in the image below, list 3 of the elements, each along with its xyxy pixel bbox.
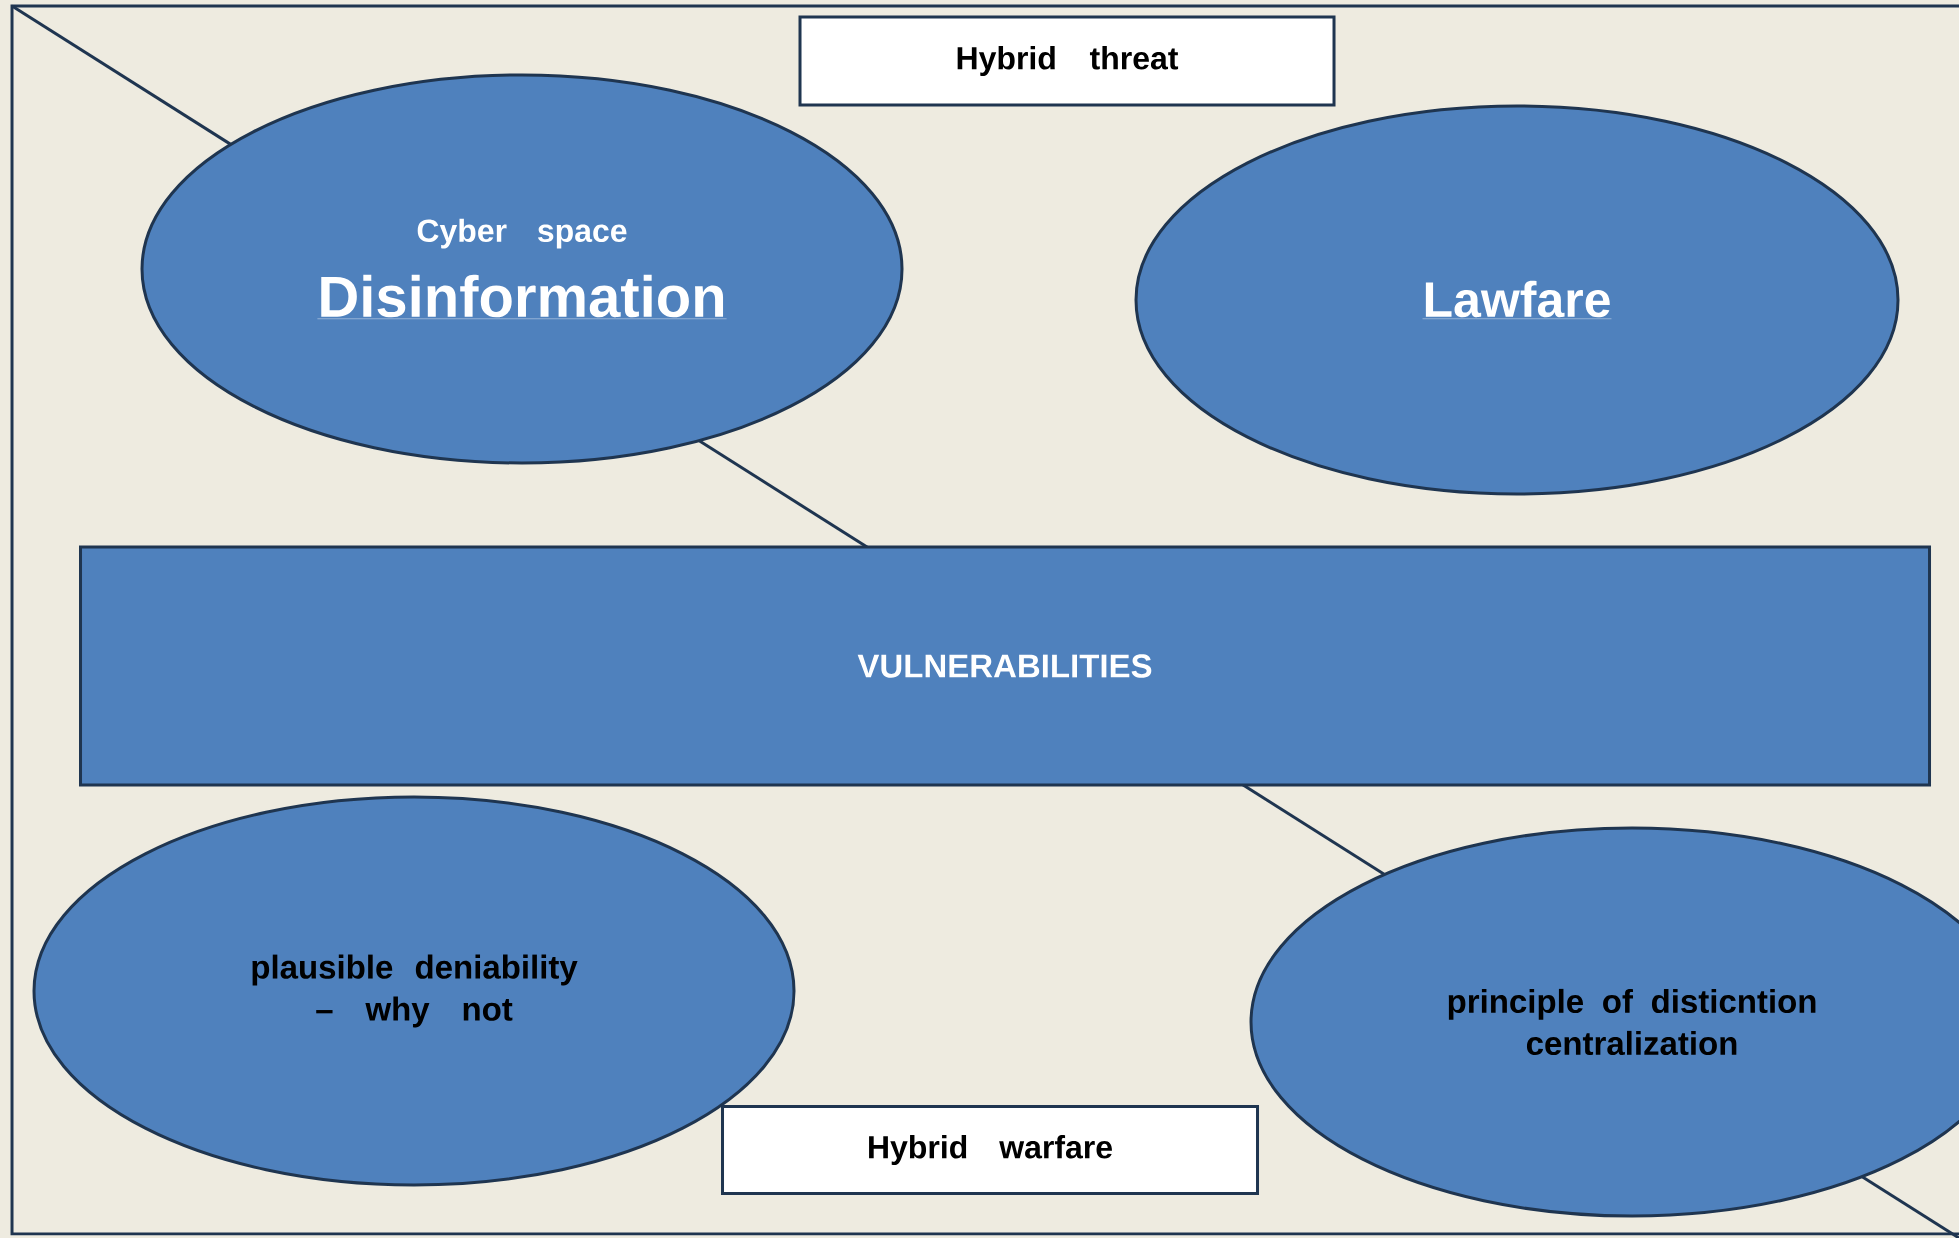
text-box: Hybrid warfare [721, 1105, 1259, 1195]
text-box: Hybrid threat [798, 15, 1336, 107]
banner-box: VULNERABILITIES [79, 545, 1931, 787]
